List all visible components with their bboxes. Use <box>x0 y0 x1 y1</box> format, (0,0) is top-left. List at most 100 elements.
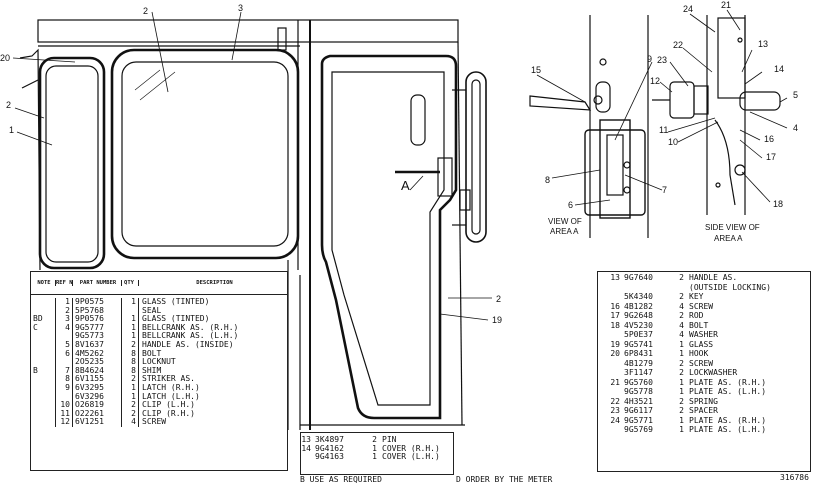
cell-qty: 1 <box>122 315 139 324</box>
cell-ref: 13 <box>301 436 311 444</box>
cell-part: 5P0E37 <box>624 330 653 339</box>
cell-qty: 2 <box>679 368 684 377</box>
callout-2-door: 2 <box>496 294 501 304</box>
callout-3: 3 <box>238 3 243 13</box>
cell-qty: 4 <box>122 418 139 427</box>
cell-part: 6P8431 <box>624 349 653 358</box>
cell-part: 5P5768 <box>73 306 122 316</box>
cell-ref: 19 <box>610 339 620 349</box>
cell-desc: SCREW <box>142 418 167 427</box>
cell-part: 2O5235 <box>73 358 122 367</box>
parts-table-main: NOTE REF NO PART NUMBER QTY DESCRIPTION … <box>30 271 288 471</box>
leader-lines-area-a <box>536 61 663 206</box>
cell-part: 4V5230 <box>624 320 653 330</box>
cell-ref: 8 <box>56 375 73 384</box>
cell-qty: 1 <box>679 377 684 387</box>
cell-qty: 2 <box>122 340 139 350</box>
callout-22: 22 <box>673 40 683 50</box>
cell-qty: 1 <box>122 383 139 393</box>
cell-qty: 1 <box>372 444 377 453</box>
callout-4: 4 <box>793 123 798 133</box>
cell-desc: GLASS (TINTED) <box>142 298 210 306</box>
cell-qty: 1 <box>122 392 139 402</box>
cell-qty: 2 <box>679 311 684 320</box>
callout-21: 21 <box>721 0 731 10</box>
cell-desc: SHIM <box>142 366 162 375</box>
cell-ref: 22 <box>610 396 620 406</box>
cell-qty: 4 <box>679 301 684 311</box>
cell-desc: LOCKWASHER <box>689 368 738 377</box>
side-view-label-2: AREA A <box>714 234 743 243</box>
cell-note <box>31 401 56 410</box>
cell-note <box>31 306 56 316</box>
cell-desc: LATCH (L.H.) <box>142 392 200 401</box>
cell-ref: 4 <box>56 323 73 333</box>
cell-ref <box>598 359 622 369</box>
cell-desc: (OUTSIDE LOCKING) <box>689 282 771 292</box>
cell-part: 9G6117 <box>624 406 653 415</box>
cell-part: 3K4897 <box>315 436 344 444</box>
cell-qty: 2 <box>372 436 377 444</box>
cell-part: 9G7640 <box>624 273 653 282</box>
callout-20: 20 <box>0 53 10 63</box>
cell-note: C <box>31 323 56 333</box>
cell-qty: 1 <box>679 415 684 425</box>
callout-24: 24 <box>683 4 693 14</box>
cell-desc: KEY <box>689 292 704 301</box>
cell-ref: 10 <box>56 401 73 410</box>
col-part-header: PART NUMBER <box>73 280 122 286</box>
leader-lines-side-view <box>659 9 788 203</box>
cell-qty: 8 <box>122 349 139 359</box>
side-view-area-a <box>652 15 781 215</box>
cell-qty: 2 <box>679 358 684 368</box>
cell-part: 4B1279 <box>624 358 653 368</box>
cell-desc: PIN <box>382 436 397 444</box>
cell-desc: WASHER <box>689 330 718 339</box>
col-qty-header: QTY <box>122 280 139 286</box>
cell-desc: SPRING <box>689 396 718 406</box>
cell-ref: 11 <box>56 409 73 419</box>
cell-qty <box>674 283 686 293</box>
cell-desc: PLATE AS. (R.H.) <box>689 415 767 425</box>
col-desc-header: DESCRIPTION <box>196 280 233 286</box>
cell-part: 5K4340 <box>624 292 653 301</box>
cell-part: 4B1282 <box>624 301 653 311</box>
cell-part: 9G5769 <box>624 425 653 434</box>
cell-qty: 4 <box>679 320 684 330</box>
cell-qty: 4 <box>679 330 684 339</box>
cell-note <box>31 375 56 384</box>
leader-lines-main <box>12 11 492 321</box>
cell-ref <box>301 453 313 462</box>
cell-part: 4M5262 <box>73 349 122 359</box>
cell-desc: BOLT <box>689 320 709 330</box>
cell-qty: 2 <box>679 396 684 406</box>
cell-desc: PLATE AS. (L.H.) <box>689 425 767 434</box>
cell-ref: 1 <box>56 298 73 307</box>
cell-note <box>31 349 56 359</box>
cell-ref: 2 <box>56 306 73 316</box>
cell-part: 9G5777 <box>73 323 122 333</box>
cell-desc: SEAL <box>142 306 162 315</box>
cell-part: 6V3295 <box>73 383 122 393</box>
callout-area-a: A <box>401 178 410 193</box>
cell-note <box>31 340 56 350</box>
cell-note <box>31 298 56 307</box>
